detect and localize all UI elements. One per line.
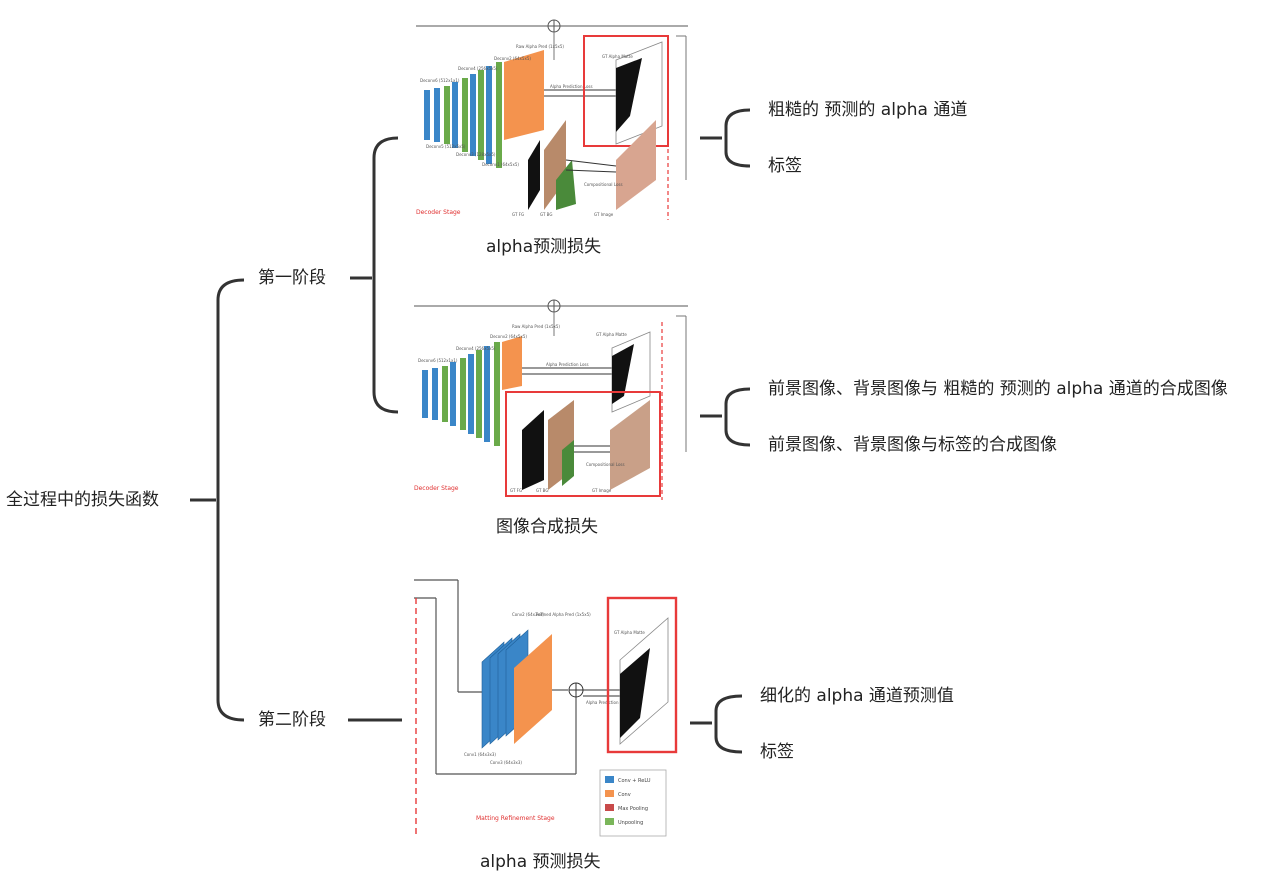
fig1-gt-image-label: GT Image (594, 212, 614, 217)
fig1-deconv6-label: Deconv6 (512x1x1) (420, 78, 460, 83)
fig2-alpha-pred-loss-label: Alpha Prediction Loss (546, 362, 589, 367)
fig2-gt-fg-label: GT FG (510, 488, 522, 493)
fig2-gt-image-label: GT Image (592, 488, 612, 493)
refine-loss-item-1: 细化的 alpha 通道预测值 (760, 686, 954, 706)
composition-loss-caption: 图像合成损失 (496, 517, 598, 537)
fig1-decoder-stage-label: Decoder Stage (416, 209, 461, 216)
fig3-conv2-label: Conv2 (64x3x3) (512, 612, 544, 617)
fig2-gt-alpha-label: GT Alpha Matte (596, 332, 627, 337)
legend-conv-relu: Conv + ReLU (618, 778, 651, 784)
fig2-deconv4-label: Deconv4 (256x5x5) (456, 346, 496, 351)
stage2-label: 第二阶段 (258, 710, 326, 730)
fig2-gt-bg-label: GT BG (536, 488, 548, 493)
fig1-raw-alpha-label: Raw Alpha Pred (1x5x5) (516, 44, 564, 49)
fig1-gt-fg-label: GT FG (512, 212, 524, 217)
fig2-deconv6-label: Deconv6 (512x1x1) (418, 358, 458, 363)
fig1-deconv5-label: Deconv5 (512x5x5) (426, 144, 466, 149)
fig2-decoder-stage-label: Decoder Stage (414, 485, 459, 492)
fig1-alpha-pred-loss-label: Alpha Prediction Loss (550, 84, 593, 89)
fig1-deconv2-label: Deconv2 (64x5x5) (494, 56, 531, 61)
fig3-conv1-label: Conv1 (64x3x3) (464, 752, 496, 757)
legend-unpooling: Unpooling (618, 820, 643, 826)
legend-conv: Conv (618, 792, 631, 798)
legend-max-pooling: Max Pooling (618, 806, 648, 812)
refine-loss-caption: alpha 预测损失 (480, 852, 601, 872)
stage1-label: 第一阶段 (258, 268, 326, 288)
fig2-raw-alpha-label: Raw Alpha Pred (1x5x5) (512, 324, 560, 329)
alpha-loss-item-2: 标签 (768, 156, 802, 176)
fig3-refinement-stage-label: Matting Refinement Stage (476, 815, 555, 822)
comp-loss-item-2: 前景图像、背景图像与标签的合成图像 (768, 435, 1057, 455)
root-label: 全过程中的损失函数 (6, 490, 159, 510)
fig1-deconv1-label: Deconv1 (64x5x5) (482, 162, 519, 167)
fig1-comp-loss-label: Compositional Loss (584, 182, 623, 187)
fig1-gt-alpha-label: GT Alpha Matte (602, 54, 633, 59)
fig3-gt-alpha-label: GT Alpha Matte (614, 630, 645, 635)
fig2-comp-loss-label: Compositional Loss (586, 462, 625, 467)
refine-loss-item-2: 标签 (760, 742, 794, 762)
fig3-refined-alpha-label: Refined Alpha Pred (1x5x5) (536, 612, 591, 617)
fig3-conv3-label: Conv3 (64x3x3) (490, 760, 522, 765)
fig1-gt-bg-label: GT BG (540, 212, 552, 217)
comp-loss-item-1: 前景图像、背景图像与 粗糙的 预测的 alpha 通道的合成图像 (768, 379, 1228, 399)
fig1-deconv4-label: Deconv4 (256x5x5) (458, 66, 498, 71)
fig1-deconv3-label: Deconv3 (128x5x5) (456, 152, 496, 157)
alpha-loss-caption: alpha预测损失 (486, 237, 602, 257)
alpha-loss-item-1: 粗糙的 预测的 alpha 通道 (768, 100, 968, 120)
fig2-deconv2-label: Deconv2 (64x5x5) (490, 334, 527, 339)
